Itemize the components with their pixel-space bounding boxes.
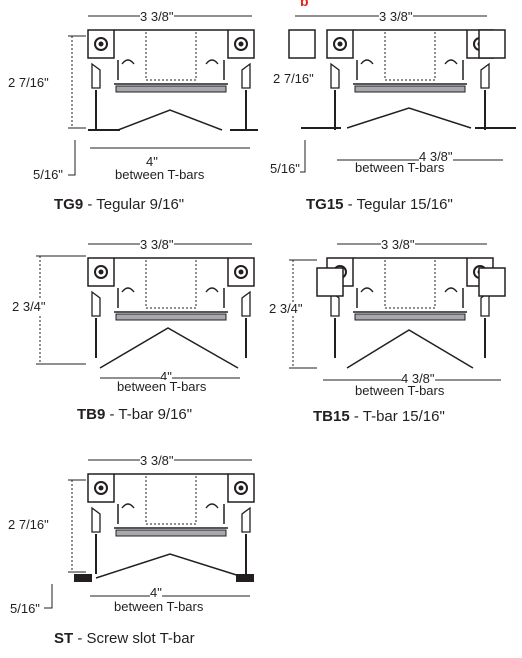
tg15-code: TG15 <box>306 196 344 213</box>
st-top-width: 3 3/8" <box>140 453 174 468</box>
tb15-bottom-width: 4 3/8" <box>401 371 435 386</box>
tg9-flange: 5/16" <box>33 167 63 182</box>
tb15-height: 2 3/4" <box>269 301 303 316</box>
tb9-bottom-width: 4" <box>160 369 172 384</box>
tg9-bottom-width: 4" <box>146 154 158 169</box>
figure-tb9: 3 3/8" 2 3/4" 4" between T-bars TB9 - T-… <box>0 228 261 438</box>
tb9-height: 2 3/4" <box>12 299 46 314</box>
tb9-between-label: between T-bars <box>117 379 207 394</box>
tb15-top-width: 3 3/8" <box>381 237 415 252</box>
tg15-caption: TG15 - Tegular 15/16" <box>306 196 453 213</box>
tg15-bottom-width: 4 3/8" <box>419 149 453 164</box>
figure-st: 3 3/8" 2 7/16" 5/16" 4" between T-bars S… <box>0 444 261 658</box>
st-drawing <box>44 459 255 609</box>
cut-off-header: p <box>0 0 522 6</box>
st-between-label: between T-bars <box>114 599 204 614</box>
st-bottom-width: 4" <box>150 585 162 600</box>
tb9-caption: TB9 - T-bar 9/16" <box>77 406 192 423</box>
tb15-between-label: between T-bars <box>355 383 445 398</box>
tg9-drawing <box>68 15 258 176</box>
tg9-height: 2 7/16" <box>8 75 49 90</box>
tg15-desc: - Tegular 15/16" <box>343 196 453 213</box>
tg9-caption: TG9 - Tegular 9/16" <box>54 196 184 213</box>
tb15-desc: - T-bar 15/16" <box>349 408 445 425</box>
tg9-top-width: 3 3/8" <box>140 9 174 24</box>
tg9-code: TG9 <box>54 196 84 213</box>
tb15-code: TB15 <box>313 408 350 425</box>
tg15-top-width: 3 3/8" <box>379 9 413 24</box>
tb9-code: TB9 <box>77 406 106 423</box>
st-desc: - Screw slot T-bar <box>73 630 195 647</box>
st-height: 2 7/16" <box>8 517 49 532</box>
st-code: ST <box>54 630 74 647</box>
tb15-caption: TB15 - T-bar 15/16" <box>313 408 445 425</box>
figure-tg15: 3 3/8" 2 7/16" 5/16" 4 3/8" between T-ba… <box>261 0 522 220</box>
tg9-between-label: between T-bars <box>115 167 205 182</box>
figure-tg9: 3 3/8" 2 7/16" 5/16" 4" between T-bars T… <box>0 0 261 220</box>
tb9-top-width: 3 3/8" <box>140 237 174 252</box>
st-caption: ST - Screw slot T-bar <box>54 630 195 647</box>
tg15-drawing <box>288 15 516 173</box>
figure-tb15: 3 3/8" 2 3/4" 4 3/8" between T-bars TB15… <box>261 228 522 438</box>
tg15-flange: 5/16" <box>270 161 300 176</box>
st-flange: 5/16" <box>10 601 40 616</box>
tg15-between-label: between T-bars <box>355 160 445 175</box>
tg15-height: 2 7/16" <box>273 71 314 86</box>
tg9-desc: - Tegular 9/16" <box>83 196 185 213</box>
tb15-drawing <box>289 243 506 381</box>
tb9-desc: - T-bar 9/16" <box>105 406 193 423</box>
cut-off-red-mark: p <box>300 0 309 6</box>
